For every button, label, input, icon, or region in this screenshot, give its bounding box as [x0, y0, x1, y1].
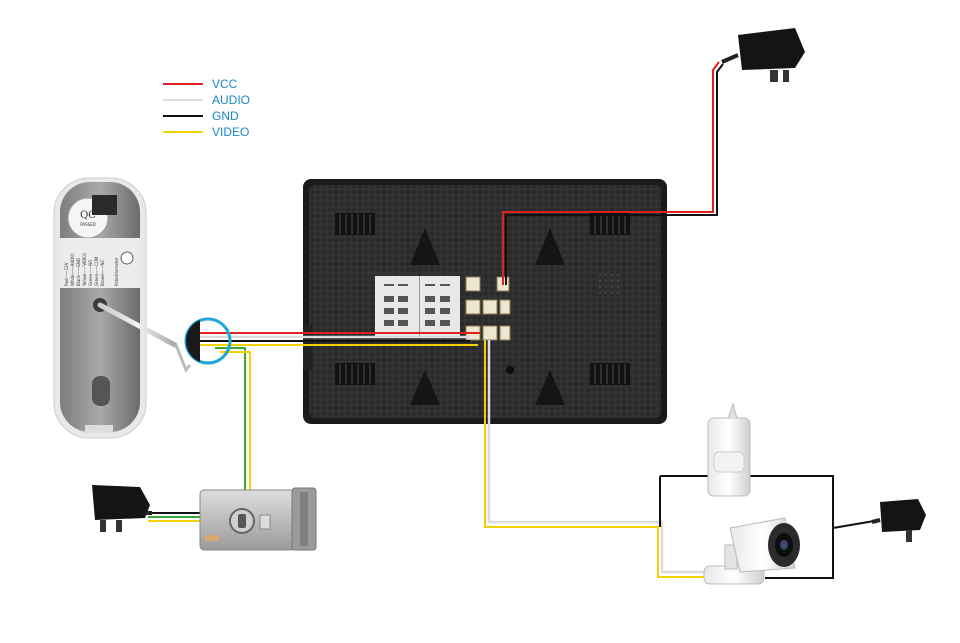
magnifier-circle	[184, 317, 232, 365]
electric-lock-icon	[199, 487, 317, 551]
legend-label-video: VIDEO	[212, 125, 249, 139]
monitor-icon	[303, 179, 667, 424]
doorbell-label-line: Brown——NC	[100, 259, 105, 286]
doorbell-label-footer: Potentiometer	[114, 257, 119, 286]
power-adapter-icon	[721, 28, 805, 82]
doorbell-label-line: Red——12V	[64, 262, 69, 286]
wire-color-legend: VCC AUDIO GND VIDEO	[163, 77, 250, 139]
doorbell-label-line: Yellow——VIDEO	[82, 253, 87, 287]
power-adapter-icon	[92, 485, 152, 532]
legend-label-vcc: VCC	[212, 77, 238, 91]
doorbell-label-line: Green——COM	[94, 256, 99, 286]
doorbell-label-line: White——AUDIO	[70, 253, 75, 286]
qc-sticker-text: QC	[80, 210, 96, 221]
bullet-camera-icon	[703, 517, 800, 585]
doorbell-label-line: Black——GND	[76, 258, 81, 286]
power-adapter-icon	[871, 499, 926, 542]
legend-label-audio: AUDIO	[212, 93, 250, 107]
legend-label-gnd: GND	[212, 109, 239, 123]
qc-passed-text: PASSED	[80, 222, 96, 227]
pir-sensor-icon	[707, 402, 751, 497]
doorbell-label-line: Green——NO	[88, 260, 93, 286]
